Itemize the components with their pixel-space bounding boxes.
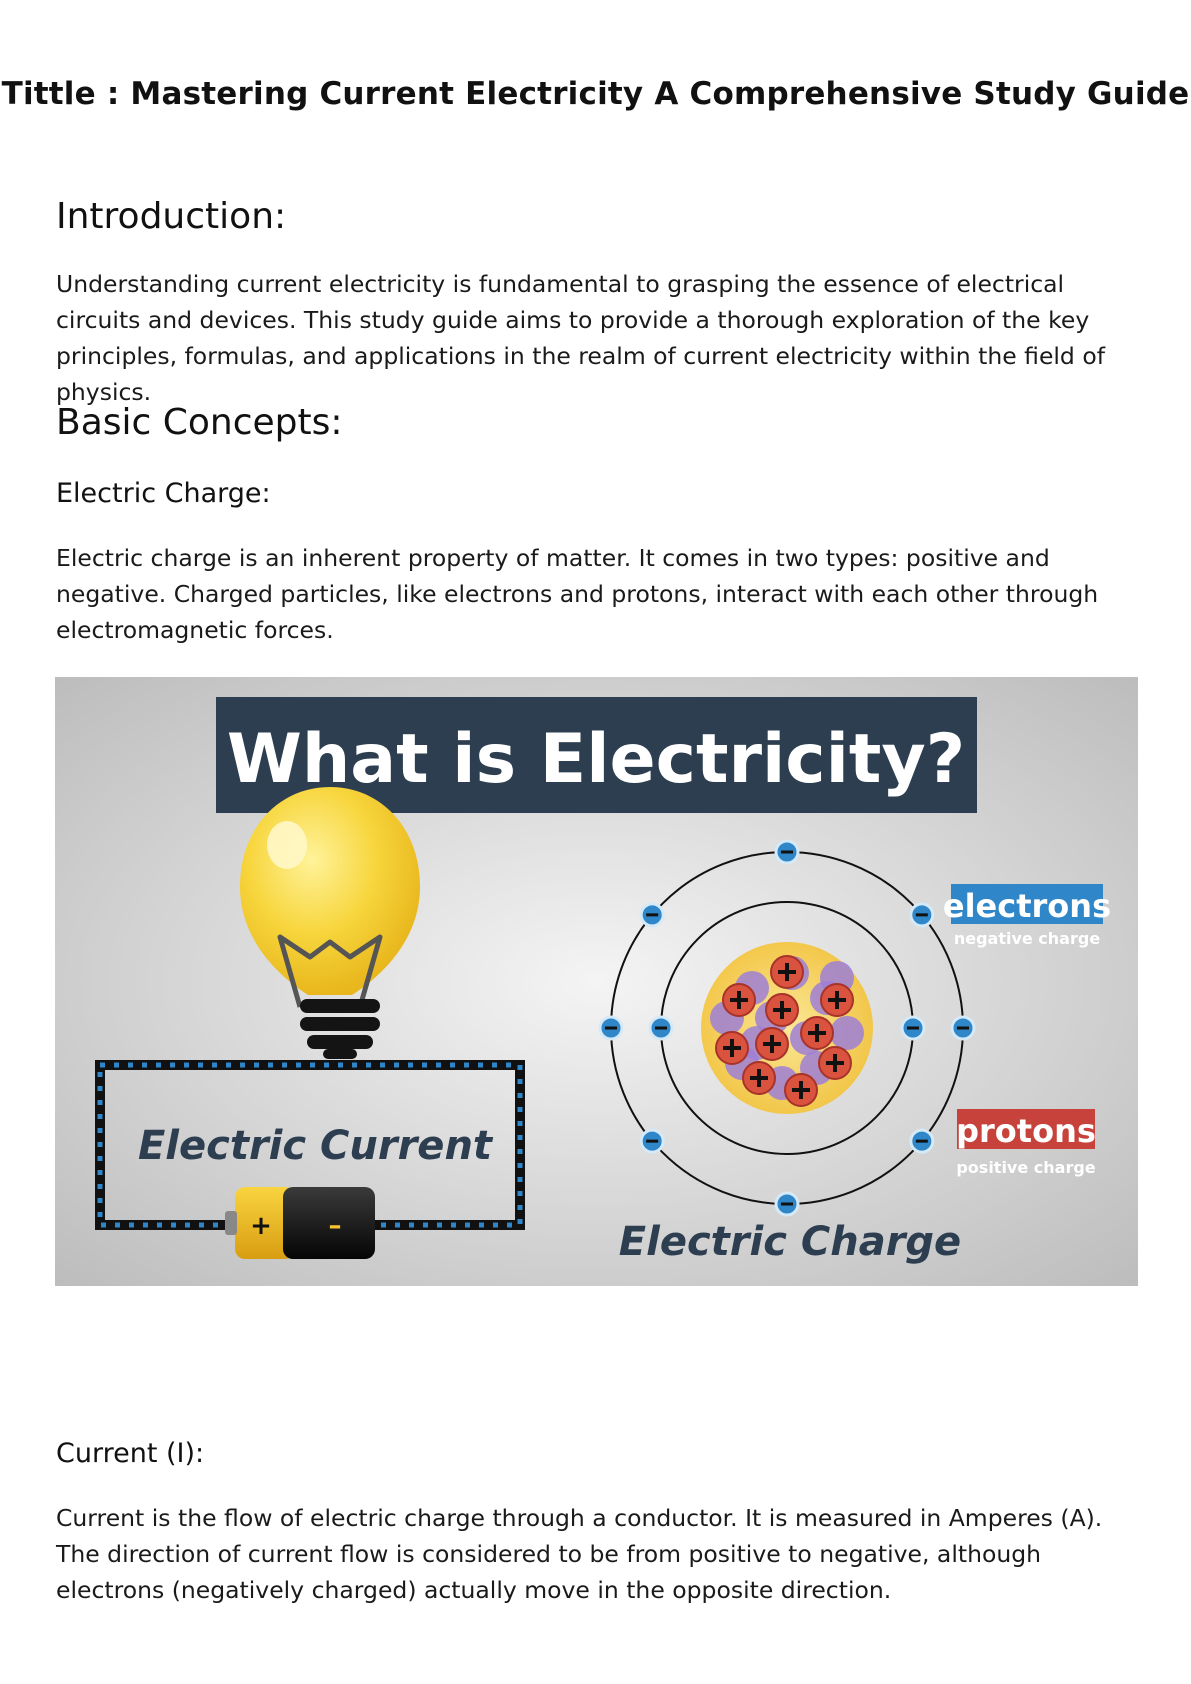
proton bbox=[765, 993, 799, 1027]
protons-legend: protons positive charge bbox=[956, 1109, 1096, 1177]
battery-icon: + – bbox=[225, 1187, 375, 1259]
introduction-heading: Introduction: bbox=[56, 196, 287, 237]
electron bbox=[639, 1128, 665, 1154]
proton bbox=[800, 1016, 834, 1050]
proton bbox=[784, 1073, 818, 1107]
protons-label: protons bbox=[956, 1112, 1096, 1150]
light-bulb-icon bbox=[240, 787, 420, 1059]
proton bbox=[715, 1031, 749, 1065]
proton bbox=[818, 1046, 852, 1080]
current-paragraph: Current is the flow of electric charge t… bbox=[56, 1504, 1103, 1604]
proton bbox=[722, 983, 756, 1017]
charge-label: Electric Charge bbox=[619, 1219, 961, 1265]
electrons-sublabel: negative charge bbox=[954, 929, 1100, 948]
battery-plus: + bbox=[250, 1211, 272, 1241]
proton bbox=[820, 983, 854, 1017]
electron bbox=[598, 1015, 624, 1041]
electron bbox=[774, 1191, 800, 1217]
protons-sublabel: positive charge bbox=[956, 1158, 1095, 1177]
illustration-svg: What is Electricity? Electric Current bbox=[55, 677, 1138, 1286]
electricity-illustration: What is Electricity? Electric Current bbox=[55, 677, 1138, 1286]
electrons-label: electrons bbox=[943, 887, 1111, 925]
electric-charge-heading: Electric Charge: bbox=[56, 478, 271, 509]
electric-charge-paragraph: Electric charge is an inherent property … bbox=[56, 544, 1099, 644]
electrons-legend: electrons negative charge bbox=[943, 884, 1111, 948]
introduction-paragraph: Understanding current electricity is fun… bbox=[56, 270, 1105, 406]
circuit-wire bbox=[95, 1060, 525, 1230]
circuit-label: Electric Current bbox=[138, 1123, 494, 1169]
electron bbox=[900, 1015, 926, 1041]
electron bbox=[639, 902, 665, 928]
current-heading: Current (I): bbox=[56, 1438, 205, 1469]
banner-title: What is Electricity? bbox=[227, 720, 965, 799]
electron bbox=[774, 839, 800, 865]
neutron bbox=[830, 1016, 864, 1050]
battery-minus: – bbox=[329, 1211, 342, 1241]
electron bbox=[950, 1015, 976, 1041]
basic-concepts-heading: Basic Concepts: bbox=[56, 402, 343, 443]
electron bbox=[648, 1015, 674, 1041]
nucleus bbox=[710, 955, 864, 1107]
proton bbox=[770, 955, 804, 989]
proton bbox=[755, 1027, 789, 1061]
proton bbox=[742, 1061, 776, 1095]
electron bbox=[909, 902, 935, 928]
electron-shells bbox=[598, 839, 976, 1217]
electron bbox=[909, 1128, 935, 1154]
document-title: Tittle : Mastering Current Electricity A… bbox=[1, 76, 1190, 112]
atom-icon bbox=[598, 839, 976, 1217]
